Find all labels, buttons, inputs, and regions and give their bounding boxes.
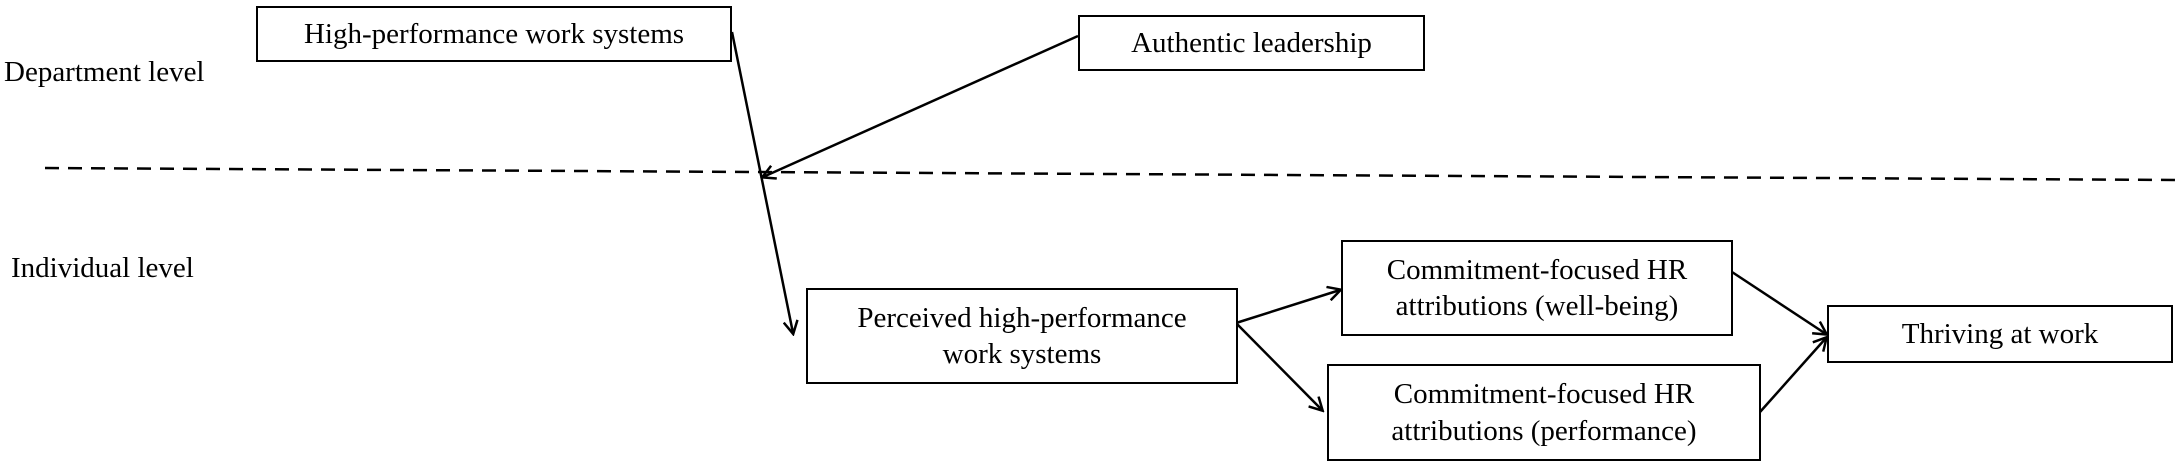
node-perceived-hpws: Perceived high-performance work systems bbox=[806, 288, 1238, 384]
arrow-perceived-to-wellbeing bbox=[1235, 290, 1340, 325]
node-perceived-line-1: Perceived high-performance bbox=[857, 301, 1187, 334]
node-thriving-at-work: Thriving at work bbox=[1827, 305, 2173, 363]
node-authentic-leadership: Authentic leadership bbox=[1078, 15, 1425, 71]
node-thriving-label: Thriving at work bbox=[1901, 317, 2099, 350]
node-high-performance-work-systems: High-performance work systems bbox=[256, 6, 732, 62]
node-authentic-label: Authentic leadership bbox=[1131, 26, 1372, 59]
node-hpws-label: High-performance work systems bbox=[303, 17, 685, 50]
individual-level-label: Individual level bbox=[11, 252, 194, 284]
arrow-hpws-to-perceived bbox=[730, 31, 793, 333]
node-performance-line-1: Commitment-focused HR bbox=[1393, 378, 1695, 411]
node-performance-line-2: attributions (performance) bbox=[1391, 414, 1697, 447]
level-divider bbox=[44, 166, 2175, 182]
arrow-authentic-to-moderation bbox=[763, 34, 1079, 177]
node-wellbeing-line-2: attributions (well-being) bbox=[1395, 290, 1679, 322]
node-wellbeing-line-1: Commitment-focused HR bbox=[1386, 253, 1688, 286]
department-level-label: Department level bbox=[4, 56, 205, 88]
node-commitment-wellbeing: Commitment-focused HR attributions (well… bbox=[1341, 240, 1733, 336]
arrow-wellbeing-to-thriving bbox=[1731, 270, 1826, 334]
arrow-perceived-to-performance bbox=[1235, 322, 1322, 410]
node-commitment-performance: Commitment-focused HR attributions (perf… bbox=[1327, 364, 1761, 461]
node-perceived-line-2: work systems bbox=[942, 338, 1102, 370]
arrow-performance-to-thriving bbox=[1759, 338, 1826, 413]
